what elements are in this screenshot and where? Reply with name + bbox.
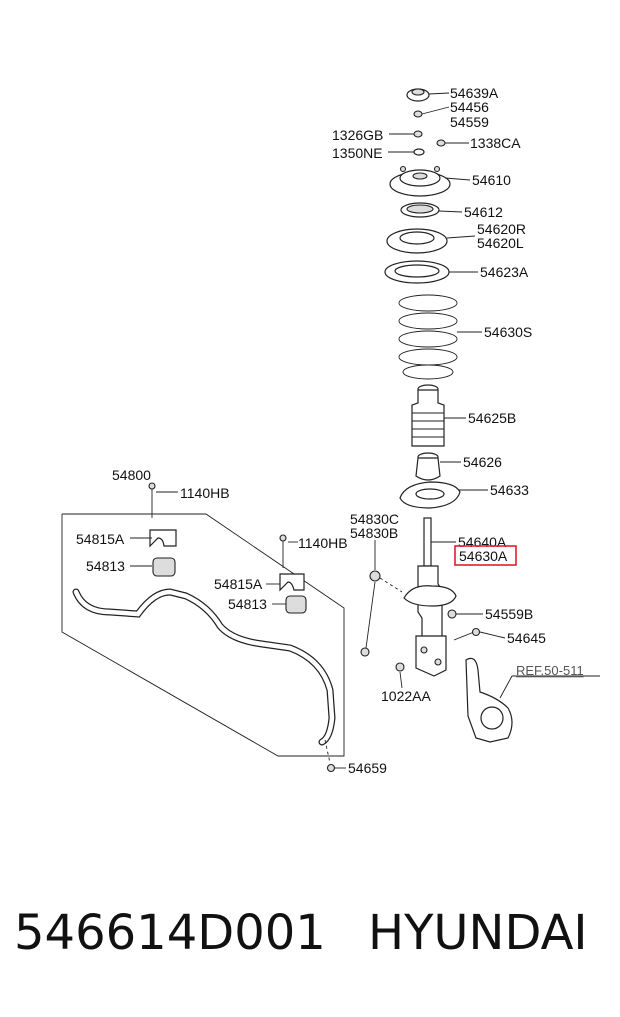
part-54813-bushing-b bbox=[285, 595, 307, 614]
label-54813-b: 54813 bbox=[228, 596, 267, 612]
label-1350NE: 1350NE bbox=[332, 145, 383, 161]
part-54633-lower-seat bbox=[399, 481, 461, 509]
label-1140HB-a: 1140HB bbox=[180, 485, 230, 501]
highlighted-part-54630A: 54630A bbox=[454, 545, 517, 566]
part-54630S-coil-spring bbox=[398, 294, 458, 380]
part-1326GB-nut bbox=[413, 130, 423, 138]
label-54620R: 54620R bbox=[477, 221, 526, 237]
part-54813-bushing-a bbox=[152, 557, 176, 577]
label-54815A-b: 54815A bbox=[214, 576, 263, 592]
label-54639A: 54639A bbox=[450, 85, 499, 101]
label-54610: 54610 bbox=[472, 172, 511, 188]
part-steering-knuckle bbox=[465, 657, 513, 743]
part-54815A-bracket-b bbox=[279, 573, 305, 592]
label-54659: 54659 bbox=[348, 760, 387, 776]
part-54559B-nut bbox=[447, 609, 457, 619]
part-54659-nut bbox=[326, 763, 336, 773]
label-54830B: 54830B bbox=[350, 525, 398, 541]
part-54625B-dust-boot bbox=[411, 384, 445, 447]
label-1022AA: 1022AA bbox=[381, 688, 431, 704]
label-54630A: 54630A bbox=[459, 548, 508, 564]
part-54630A-strut bbox=[403, 517, 457, 677]
label-54800: 54800 bbox=[112, 467, 151, 483]
part-54815A-bracket-a bbox=[149, 529, 177, 548]
footer-caption: 546614D001 HYUNDAI bbox=[0, 905, 620, 975]
label-54633: 54633 bbox=[490, 482, 529, 498]
part-1140HB-bolt-a bbox=[148, 482, 156, 518]
label-54559B: 54559B bbox=[485, 606, 533, 622]
label-1140HB-b: 1140HB bbox=[298, 535, 348, 551]
label-54630S: 54630S bbox=[484, 324, 532, 340]
part-54623A-seat bbox=[384, 260, 450, 284]
part-54639A-cap bbox=[406, 88, 430, 102]
label-54645: 54645 bbox=[507, 630, 546, 646]
part-1140HB-bolt-b bbox=[279, 534, 287, 568]
part-number-caption: 546614D001 bbox=[14, 905, 326, 961]
label-54830C: 54830C bbox=[350, 511, 399, 527]
part-1022AA-nut bbox=[395, 662, 405, 672]
label-54456: 54456 bbox=[450, 99, 489, 115]
stabilizer-bar-group-frame bbox=[61, 513, 345, 757]
label-54559: 54559 bbox=[450, 114, 489, 130]
label-1326GB: 1326GB bbox=[332, 127, 383, 143]
part-54800-stabilizer-bar bbox=[72, 588, 336, 764]
part-1338CA-nut bbox=[436, 139, 446, 147]
leader-lines bbox=[130, 92, 600, 769]
part-54456-nut bbox=[413, 110, 423, 118]
part-54645-bolt bbox=[453, 627, 481, 641]
brand-caption: HYUNDAI bbox=[368, 905, 588, 961]
label-54813-a: 54813 bbox=[86, 558, 125, 574]
label-54815A-a: 54815A bbox=[76, 531, 125, 547]
label-54620L: 54620L bbox=[477, 235, 524, 251]
label-ref-50-511: REF.50-511 bbox=[516, 663, 584, 678]
part-54612-bearing bbox=[400, 202, 440, 218]
part-54626-bump-stopper bbox=[415, 452, 441, 481]
label-54623A: 54623A bbox=[480, 264, 529, 280]
part-54620-spring-pad bbox=[386, 228, 448, 254]
part-1350NE-washer bbox=[413, 148, 425, 156]
part-54610-mount bbox=[389, 165, 451, 197]
label-1338CA: 1338CA bbox=[470, 135, 521, 151]
label-54626: 54626 bbox=[463, 454, 502, 470]
part-54830-stabilizer-link bbox=[360, 570, 403, 657]
label-54612: 54612 bbox=[464, 204, 503, 220]
label-54625B: 54625B bbox=[468, 410, 516, 426]
